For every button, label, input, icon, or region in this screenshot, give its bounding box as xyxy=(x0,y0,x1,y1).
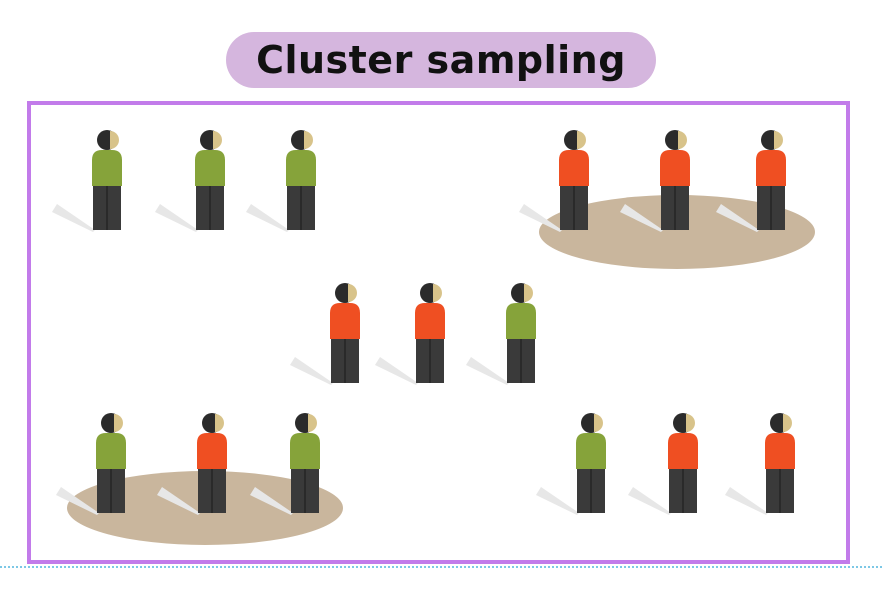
person-leg-gap xyxy=(110,465,112,513)
person-torso xyxy=(96,433,126,469)
person-leg-gap xyxy=(209,182,211,230)
population-frame xyxy=(27,101,850,564)
person-leg-gap xyxy=(211,465,213,513)
person-face xyxy=(686,414,695,432)
person-figure-green xyxy=(250,413,320,515)
person-shadow xyxy=(725,487,768,515)
person-torso xyxy=(286,150,316,186)
person-torso xyxy=(506,303,536,339)
person-shadow xyxy=(250,487,293,515)
person-figure-orange xyxy=(375,283,445,385)
person-face xyxy=(114,414,123,432)
divider-line xyxy=(0,566,882,568)
person-shadow xyxy=(56,487,99,515)
person-leg-gap xyxy=(682,465,684,513)
person-figure-orange xyxy=(725,413,795,515)
person-leg-gap xyxy=(520,335,522,383)
person-shadow xyxy=(620,204,663,232)
person-figure-green xyxy=(246,130,316,232)
person-face xyxy=(348,284,357,302)
person-torso xyxy=(195,150,225,186)
cluster-bottom-left xyxy=(56,413,343,545)
person-torso xyxy=(668,433,698,469)
person-torso xyxy=(559,150,589,186)
person-face xyxy=(433,284,442,302)
person-torso xyxy=(92,150,122,186)
person-leg-gap xyxy=(429,335,431,383)
person-shadow xyxy=(716,204,759,232)
person-figure-orange xyxy=(157,413,227,515)
person-torso xyxy=(660,150,690,186)
person-face xyxy=(304,131,313,149)
person-torso xyxy=(290,433,320,469)
title-banner: Cluster sampling xyxy=(226,32,656,88)
person-face xyxy=(110,131,119,149)
cluster-bottom-right xyxy=(536,413,795,515)
page-title: Cluster sampling xyxy=(256,38,626,82)
person-torso xyxy=(756,150,786,186)
person-leg-gap xyxy=(770,182,772,230)
person-shadow xyxy=(375,357,418,385)
person-leg-gap xyxy=(590,465,592,513)
person-shadow xyxy=(536,487,579,515)
person-figure-orange xyxy=(519,130,589,232)
person-shadow xyxy=(519,204,562,232)
person-face xyxy=(577,131,586,149)
person-shadow xyxy=(466,357,509,385)
cluster-top-left xyxy=(52,130,316,232)
person-shadow xyxy=(628,487,671,515)
person-leg-gap xyxy=(304,465,306,513)
person-shadow xyxy=(155,204,198,232)
person-torso xyxy=(415,303,445,339)
person-face xyxy=(213,131,222,149)
person-torso xyxy=(576,433,606,469)
person-face xyxy=(774,131,783,149)
person-figure-green xyxy=(536,413,606,515)
person-face xyxy=(678,131,687,149)
person-face xyxy=(215,414,224,432)
person-figure-green xyxy=(155,130,225,232)
person-shadow xyxy=(290,357,333,385)
person-figure-green xyxy=(52,130,122,232)
person-figure-orange xyxy=(620,130,690,232)
person-leg-gap xyxy=(779,465,781,513)
person-leg-gap xyxy=(344,335,346,383)
person-figure-orange xyxy=(628,413,698,515)
person-shadow xyxy=(52,204,95,232)
person-leg-gap xyxy=(106,182,108,230)
person-figure-green xyxy=(466,283,536,385)
cluster-middle xyxy=(290,283,536,385)
person-figure-orange xyxy=(716,130,786,232)
person-leg-gap xyxy=(300,182,302,230)
person-figure-green xyxy=(56,413,126,515)
person-face xyxy=(783,414,792,432)
person-face xyxy=(594,414,603,432)
person-torso xyxy=(330,303,360,339)
person-leg-gap xyxy=(674,182,676,230)
person-face xyxy=(524,284,533,302)
person-shadow xyxy=(157,487,200,515)
person-torso xyxy=(197,433,227,469)
person-leg-gap xyxy=(573,182,575,230)
person-face xyxy=(308,414,317,432)
selected-cluster-ellipse xyxy=(539,195,815,269)
cluster-top-right xyxy=(519,130,815,269)
person-torso xyxy=(765,433,795,469)
person-figure-orange xyxy=(290,283,360,385)
person-shadow xyxy=(246,204,289,232)
